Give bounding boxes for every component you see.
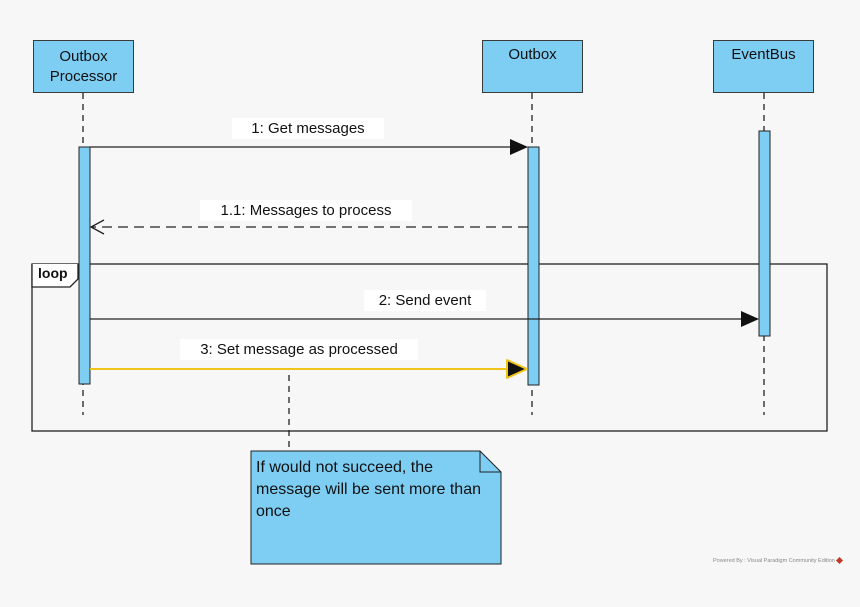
note-fold <box>479 451 501 473</box>
message-3-arrowhead <box>506 359 528 379</box>
loop-label-tab <box>31 264 79 288</box>
activation-eventbus <box>758 130 771 337</box>
activation-outbox <box>527 146 540 386</box>
lifeline-head-outbox: Outbox <box>482 40 583 93</box>
message-1-arrowhead <box>510 139 528 155</box>
message-2-arrowhead <box>741 311 759 327</box>
message-1-1-arrowhead <box>89 219 105 235</box>
loop-fragment <box>31 263 828 432</box>
lifeline-head-eventbus: EventBus <box>713 40 814 93</box>
message-2-label: 2: Send event <box>364 290 486 311</box>
watermark: Powered By : Visual Paradigm Community E… <box>713 557 843 565</box>
message-1-1-label: 1.1: Messages to process <box>200 200 412 221</box>
note-text: If would not succeed, the message will b… <box>256 459 481 520</box>
loop-operator-label: loop <box>38 265 68 281</box>
visual-paradigm-logo-icon <box>835 557 843 565</box>
watermark-text: Powered By : Visual Paradigm Community E… <box>713 558 835 564</box>
message-3-label: 3: Set message as processed <box>180 339 418 360</box>
activation-outbox-processor <box>78 146 91 385</box>
note-shape <box>250 450 502 565</box>
lifeline-head-outbox-processor: Outbox Processor <box>33 40 134 93</box>
message-1-label: 1: Get messages <box>232 118 384 139</box>
